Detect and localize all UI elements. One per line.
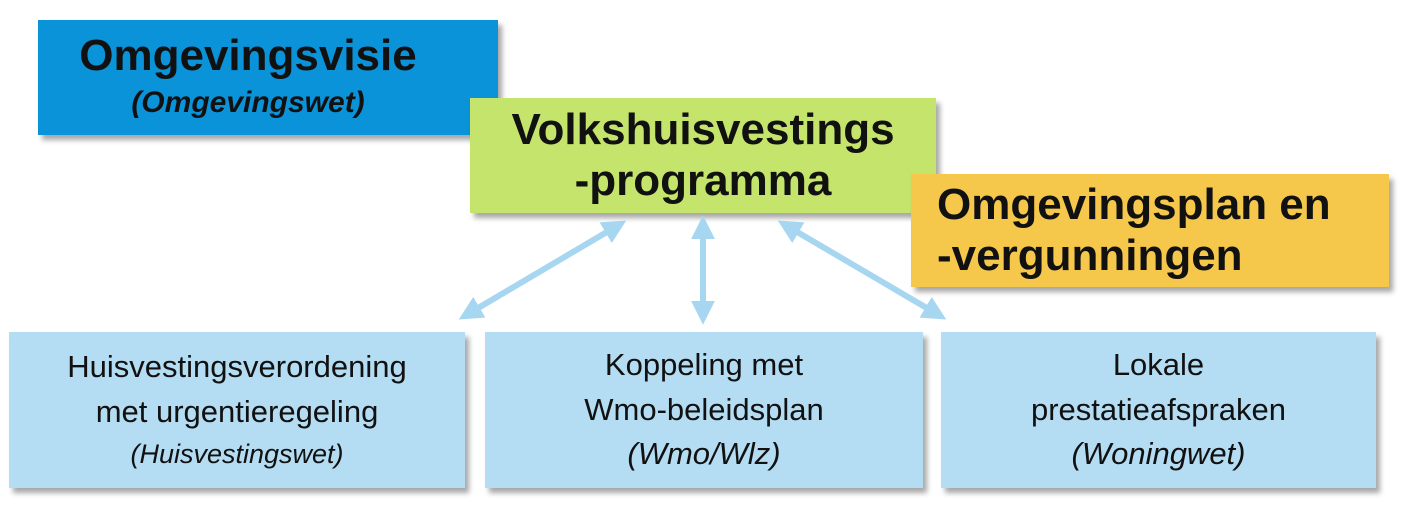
programma-line-1: Volkshuisvestings xyxy=(511,104,895,154)
huisvesting-line-2: met urgentieregeling xyxy=(95,394,379,430)
huisvesting-line-1: Huisvestingsverordening xyxy=(67,349,407,385)
programma-line-2: -programma xyxy=(574,155,832,205)
double-arrow-right xyxy=(777,220,947,320)
omgevingsvisie-title: Omgevingsvisie xyxy=(79,31,417,81)
omgevingsvisie-box: Omgevingsvisie (Omgevingswet) xyxy=(38,20,498,135)
prestatieafspraken-box: Lokale prestatieafspraken (Woningwet) xyxy=(941,332,1376,488)
huisvesting-law: (Huisvestingswet) xyxy=(130,439,344,470)
wmo-law: (Wmo/Wlz) xyxy=(627,436,781,472)
plan-line-1: Omgevingsplan en xyxy=(937,179,1331,229)
plan-line-2: -vergunningen xyxy=(937,230,1243,280)
wmo-line-1: Koppeling met xyxy=(604,346,804,382)
lokale-law: (Woningwet) xyxy=(1071,436,1246,472)
omgevingsplan-box: Omgevingsplan en -vergunningen xyxy=(911,174,1389,287)
wmo-beleidsplan-box: Koppeling met Wmo-beleidsplan (Wmo/Wlz) xyxy=(485,332,923,488)
lokale-line-2: prestatieafspraken xyxy=(1030,391,1287,427)
volkshuisvestingsprogramma-box: Volkshuisvestings -programma xyxy=(470,98,936,213)
huisvestingsverordening-box: Huisvestingsverordening met urgentierege… xyxy=(9,332,465,488)
wmo-line-2: Wmo-beleidsplan xyxy=(584,391,824,427)
lokale-line-1: Lokale xyxy=(1112,346,1205,382)
omgevingsvisie-law: (Omgevingswet) xyxy=(131,85,365,119)
double-arrow-left xyxy=(458,220,627,320)
